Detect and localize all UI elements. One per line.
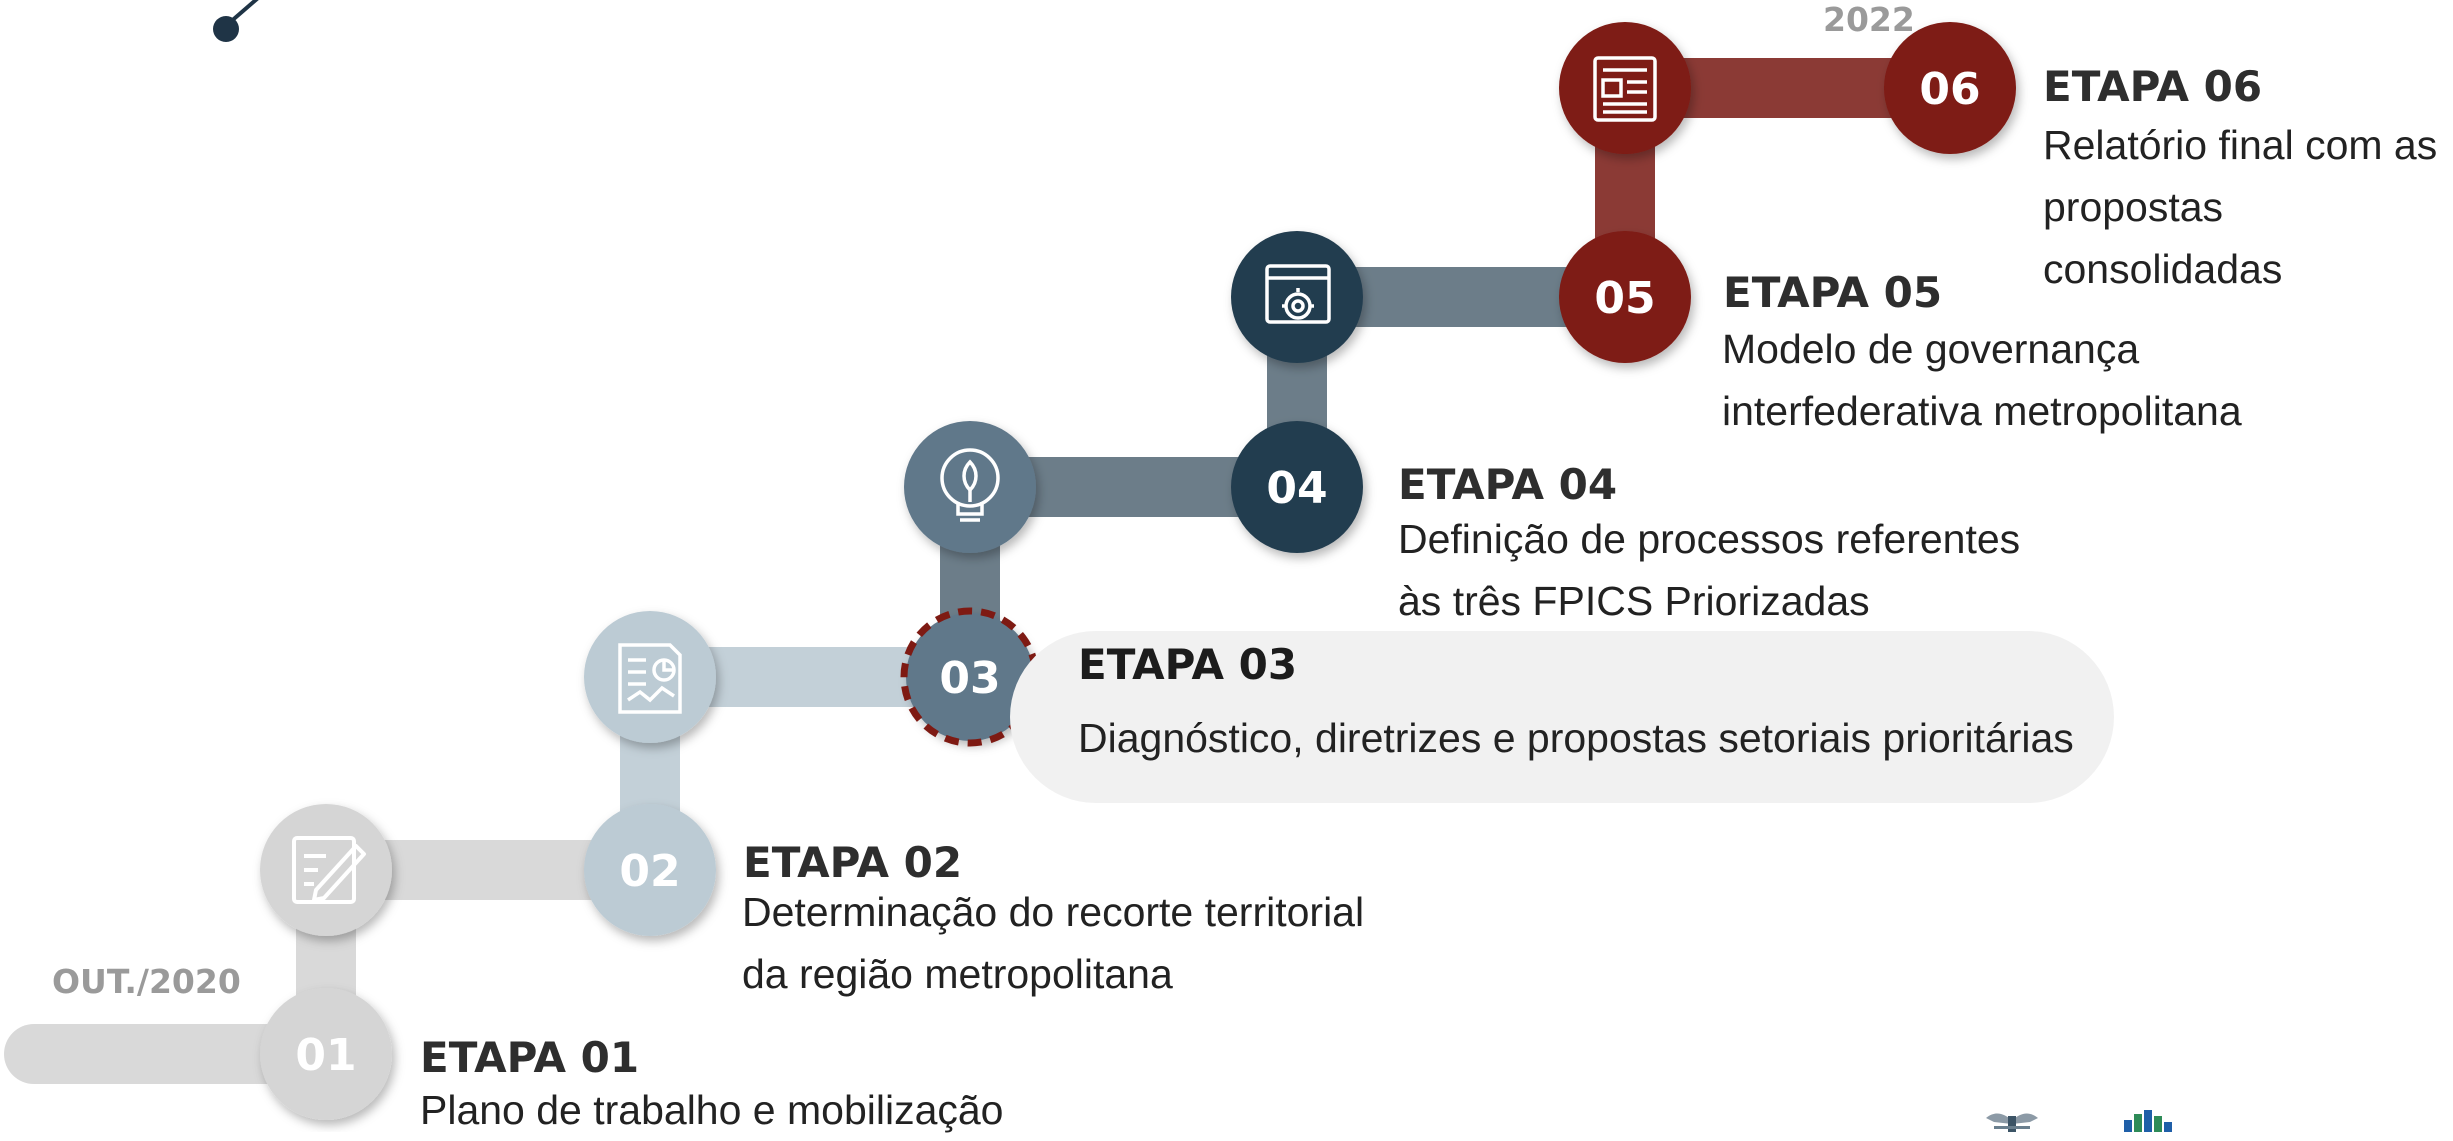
current-step-highlight — [1010, 631, 2114, 803]
step-04-desc-line-2: às três FPICS Priorizadas — [1398, 578, 1870, 624]
step-05-number-node: 05 — [1559, 231, 1691, 363]
step-03-desc-line-1: Diagnóstico, diretrizes e propostas seto… — [1078, 715, 2074, 761]
step-05-icon-node — [1559, 22, 1691, 154]
step-02-icon-node — [584, 611, 716, 743]
newspaper-icon — [1593, 56, 1657, 122]
step-02-title: ETAPA 02 — [743, 838, 963, 887]
edit-document-icon — [292, 836, 366, 904]
step-03-number: 03 — [939, 653, 1000, 704]
step-01-icon-node — [260, 804, 392, 936]
step-06-number-node: 06 — [1884, 22, 2016, 154]
step-02-desc-line-1: Determinação do recorte territorial — [742, 889, 1365, 935]
step-05-desc-line-1: Modelo de governança — [1722, 326, 2140, 372]
step-02-number-node: 02 — [584, 804, 716, 936]
step-05-desc-line-2: interfederativa metropolitana — [1722, 388, 2242, 434]
report-chart-icon — [618, 643, 682, 714]
step-01-desc-line-1: Plano de trabalho e mobilização — [420, 1087, 1004, 1133]
step-06-desc-line-1: Relatório final com as — [2043, 122, 2438, 168]
city-skyline-logo — [2124, 1110, 2172, 1132]
step-06-desc-line-3: consolidadas — [2043, 246, 2283, 292]
browser-gear-icon — [1265, 264, 1331, 324]
step-03-title: ETAPA 03 — [1078, 640, 1298, 689]
step-04-desc-line-1: Definição de processos referentes — [1398, 516, 2021, 562]
step-04-number: 04 — [1266, 463, 1327, 514]
step-06-title: ETAPA 06 — [2043, 62, 2263, 111]
step-04-icon-node — [1231, 231, 1363, 363]
step-04-title: ETAPA 04 — [1398, 460, 1618, 509]
step-06-number: 06 — [1919, 64, 1980, 115]
step-05-number: 05 — [1594, 273, 1655, 324]
step-01-number: 01 — [295, 1030, 356, 1081]
pin-decoration — [213, 0, 259, 42]
end-date-label: 2022 — [1823, 0, 1915, 39]
lightbulb-icon — [940, 448, 1000, 522]
step-02-number: 02 — [619, 846, 680, 897]
step-04-number-node: 04 — [1231, 421, 1363, 553]
step-02-desc-line-2: da região metropolitana — [742, 951, 1173, 997]
step-01-title: ETAPA 01 — [420, 1033, 640, 1082]
coat-of-arms-logo — [1986, 1113, 2038, 1132]
step-05-title: ETAPA 05 — [1723, 268, 1943, 317]
step-06-desc-line-2: propostas — [2043, 184, 2224, 230]
step-01-number-node: 01 — [260, 988, 392, 1120]
step-03-icon-node — [904, 421, 1036, 553]
start-date-label: OUT./2020 — [52, 962, 241, 1001]
